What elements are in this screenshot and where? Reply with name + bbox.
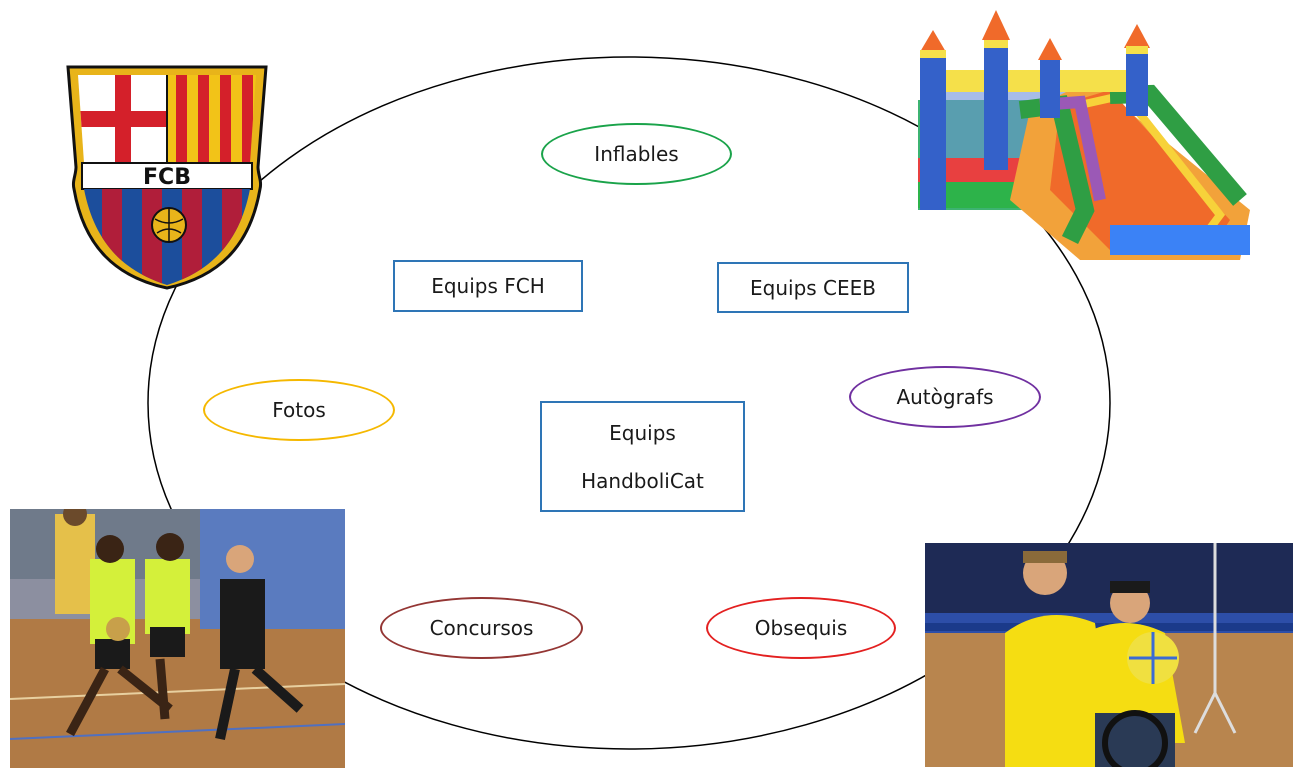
box-equips-fch: Equips FCH	[393, 260, 583, 312]
oval-fotos: Fotos	[203, 379, 395, 441]
oval-concursos-label: Concursos	[429, 616, 534, 640]
oval-concursos: Concursos	[380, 597, 583, 659]
box-equips-ceeb-label: Equips CEEB	[750, 275, 876, 300]
bouncy-castle-icon	[918, 10, 1250, 260]
box-equips-handbolicat-line2: HandboliCat	[581, 468, 704, 493]
oval-autografs: Autògrafs	[849, 366, 1041, 428]
oval-inflables-label: Inflables	[594, 142, 679, 166]
oval-obsequis-label: Obsequis	[754, 616, 848, 640]
fcb-crest-icon: FCB	[66, 65, 268, 290]
box-equips-ceeb: Equips CEEB	[717, 262, 909, 313]
fcb-text: FCB	[143, 165, 191, 190]
kids-handball-photo	[10, 509, 345, 768]
oval-fotos-label: Fotos	[272, 398, 326, 422]
oval-obsequis: Obsequis	[706, 597, 896, 659]
wheelchair-player-photo	[925, 543, 1293, 767]
box-equips-handbolicat: Equips HandboliCat	[540, 401, 745, 512]
box-equips-fch-label: Equips FCH	[431, 274, 545, 298]
oval-autografs-label: Autògrafs	[896, 385, 994, 409]
oval-inflables: Inflables	[541, 123, 732, 185]
box-equips-handbolicat-line1: Equips	[609, 420, 676, 445]
